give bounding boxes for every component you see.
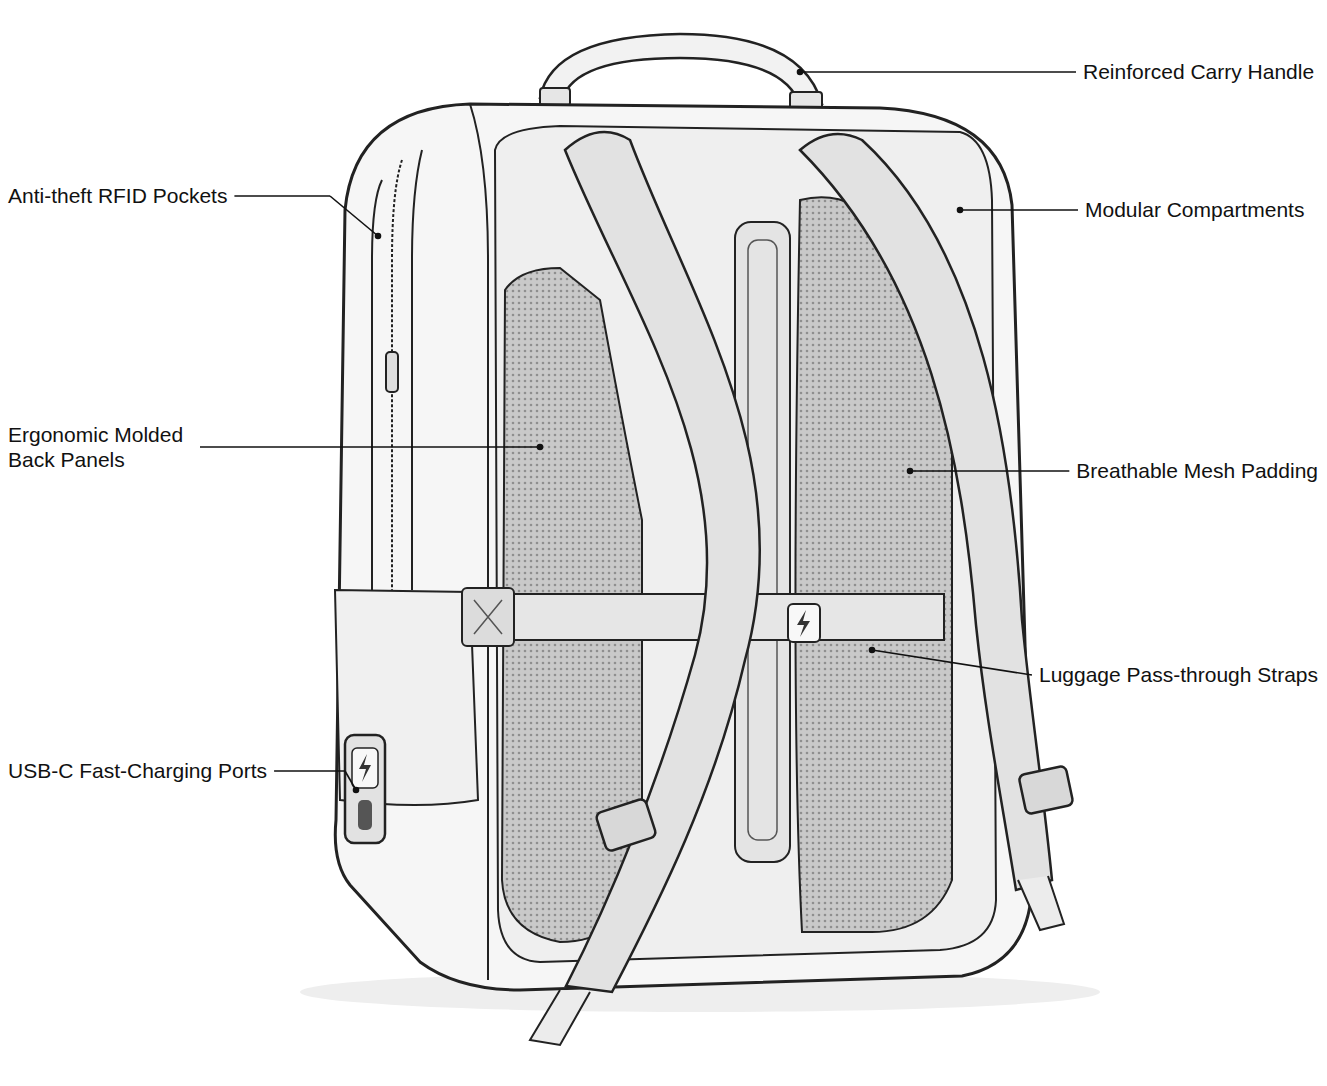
zipper-pull bbox=[386, 352, 398, 392]
compartment-label: Modular Compartments bbox=[1085, 197, 1304, 222]
leader-line bbox=[234, 195, 330, 197]
lightning-icon bbox=[359, 754, 371, 782]
charge-badge bbox=[788, 604, 820, 642]
strap-buckle bbox=[1018, 765, 1073, 814]
leader-dot bbox=[798, 70, 803, 75]
usb-c-socket bbox=[358, 800, 372, 830]
leader-line bbox=[274, 770, 345, 772]
strap-webbing bbox=[1018, 876, 1064, 930]
leader-line bbox=[800, 71, 1076, 73]
rfid-label: Anti-theft RFID Pockets bbox=[8, 183, 227, 208]
mesh-label: Breathable Mesh Padding bbox=[1076, 458, 1318, 483]
leader-line bbox=[872, 650, 1032, 675]
leader-dot bbox=[870, 648, 875, 653]
shoulder-strap bbox=[800, 134, 1052, 890]
leader-line bbox=[330, 196, 378, 236]
leader-dot bbox=[376, 234, 381, 239]
zipper bbox=[412, 150, 422, 590]
shoulder-strap bbox=[565, 132, 760, 992]
leader-dot bbox=[538, 445, 543, 450]
side-pocket bbox=[335, 590, 478, 805]
strap-anchor bbox=[462, 588, 514, 646]
strap-buckle bbox=[595, 798, 657, 852]
usb-port-housing bbox=[345, 735, 385, 843]
leader-dot bbox=[908, 469, 913, 474]
charge-icon-box bbox=[352, 748, 378, 788]
zipper bbox=[372, 180, 382, 590]
leader-line bbox=[200, 446, 540, 448]
leader-dot bbox=[958, 208, 963, 213]
strap-webbing bbox=[530, 990, 590, 1045]
leader-line bbox=[960, 209, 1078, 211]
leader-dot bbox=[354, 788, 359, 793]
luggage-strap-label: Luggage Pass-through Straps bbox=[1039, 662, 1318, 687]
side-seam bbox=[470, 104, 488, 980]
stitch-x bbox=[474, 600, 502, 634]
leader-line bbox=[910, 470, 1069, 472]
lightning-icon bbox=[797, 610, 810, 637]
handle-label: Reinforced Carry Handle bbox=[1083, 59, 1314, 84]
usb-label: USB-C Fast-Charging Ports bbox=[8, 758, 267, 783]
carry-handle bbox=[540, 34, 822, 106]
back-panel-label: Ergonomic Molded Back Panels bbox=[8, 422, 193, 472]
